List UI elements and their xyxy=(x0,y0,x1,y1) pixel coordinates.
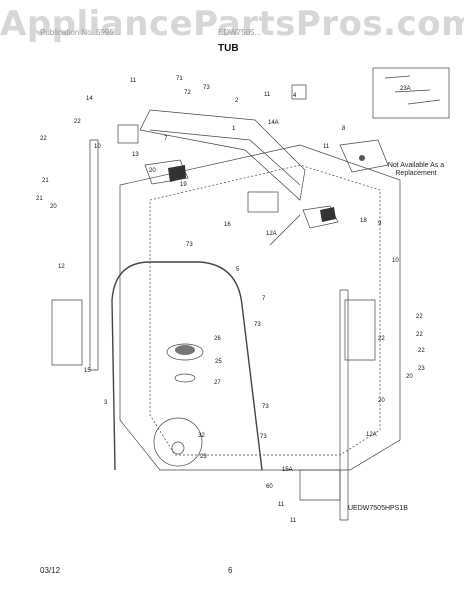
callout-26: 26 xyxy=(214,336,221,342)
callout-22: 22 xyxy=(416,332,423,338)
callout-10: 10 xyxy=(94,144,101,150)
detail-circle xyxy=(153,417,203,467)
callout-22: 22 xyxy=(74,119,81,125)
callout-7: 7 xyxy=(262,296,266,302)
callout-73: 73 xyxy=(254,322,261,328)
tub-outline xyxy=(119,144,401,471)
callout-14: 14 xyxy=(86,96,93,102)
callout-5: 5 xyxy=(236,267,240,273)
callout-22: 22 xyxy=(378,336,385,342)
callout-23a: 23A xyxy=(400,86,411,92)
watermark: AppliancePartsPros.com xyxy=(0,4,464,44)
callout-23: 23 xyxy=(200,454,207,460)
callout-12: 12 xyxy=(58,264,65,270)
callout-7: 7 xyxy=(164,136,168,142)
callout-19: 19 xyxy=(180,182,187,188)
not-available-note: Not Available As a Replacement xyxy=(387,162,445,177)
callout-9: 9 xyxy=(378,221,382,227)
callout-20: 20 xyxy=(149,168,156,174)
callout-22: 22 xyxy=(418,348,425,354)
callout-11: 11 xyxy=(278,502,285,508)
callout-22: 22 xyxy=(40,136,47,142)
pad-left xyxy=(144,159,189,185)
callout-73: 73 xyxy=(262,404,269,410)
callout-18: 18 xyxy=(360,218,367,224)
callout-11: 11 xyxy=(130,78,137,84)
callout-23: 23 xyxy=(418,366,425,372)
callout-73: 73 xyxy=(186,242,193,248)
publication-label: Publication No. 5995... xyxy=(40,28,121,37)
callout-12a: 12A xyxy=(266,231,277,237)
callout-16: 16 xyxy=(224,222,231,228)
pad-right xyxy=(302,205,339,229)
spray-arm-base xyxy=(166,343,204,361)
callout-71: 71 xyxy=(176,76,183,82)
callout-3: 3 xyxy=(104,400,108,406)
callout-20: 20 xyxy=(406,374,413,380)
footer-date: 03/12 xyxy=(40,566,61,575)
model-code: UEDW7505HPS1B xyxy=(348,505,408,512)
top-frame xyxy=(139,109,306,201)
callout-11: 11 xyxy=(290,518,297,524)
callout-4: 4 xyxy=(293,93,297,99)
callout-13: 13 xyxy=(132,152,139,158)
callout-8: 8 xyxy=(342,126,346,132)
tub-inner-outline xyxy=(149,164,381,456)
callout-14a: 14A xyxy=(268,120,279,126)
left-rail xyxy=(89,139,99,371)
callout-32: 32 xyxy=(198,433,205,439)
callout-10: 10 xyxy=(392,258,399,264)
footer-page-number: 6 xyxy=(228,566,233,575)
model-label: EDW7505... xyxy=(218,28,262,37)
right-rail xyxy=(339,289,349,521)
callout-20: 20 xyxy=(50,204,57,210)
callout-20: 20 xyxy=(378,398,385,404)
callout-25: 25 xyxy=(215,359,222,365)
callout-73: 73 xyxy=(260,434,267,440)
callout-11: 11 xyxy=(323,144,330,150)
callout-15a: 15A xyxy=(282,467,293,473)
callout-2: 2 xyxy=(235,98,239,104)
callout-21: 21 xyxy=(36,196,43,202)
callout-1: 1 xyxy=(232,126,236,132)
callout-72: 72 xyxy=(184,90,191,96)
callout-21: 21 xyxy=(42,178,49,184)
callout-27: 27 xyxy=(214,380,221,386)
diagram-title: TUB xyxy=(218,43,239,54)
callout-15: 15 xyxy=(84,368,91,374)
vent xyxy=(339,139,389,173)
callout-11: 11 xyxy=(264,92,271,98)
door-seal xyxy=(111,261,263,471)
callout-60: 60 xyxy=(266,484,273,490)
callout-12a: 12A xyxy=(366,432,377,438)
inset-box xyxy=(372,67,450,119)
callout-22: 22 xyxy=(416,314,423,320)
callout-73: 73 xyxy=(203,85,210,91)
